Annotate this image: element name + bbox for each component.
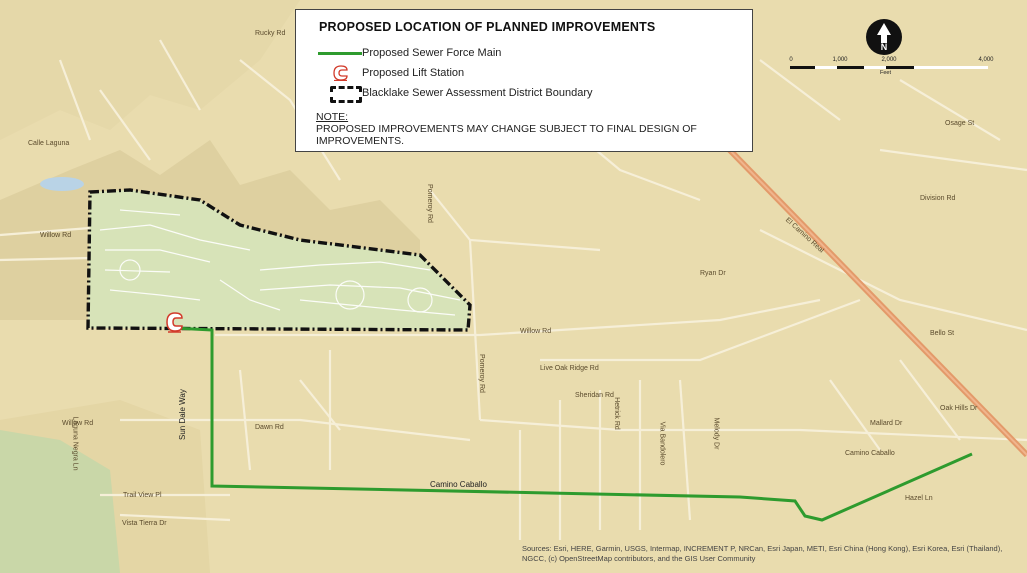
road-label: Osage St [945,120,975,127]
scale-tick: 2,000 [881,57,897,63]
road-label: Calle Laguna [28,140,70,147]
scale-unit: Feet [880,70,892,76]
road-label: Bello St [930,330,955,337]
road-label: Via Bandolero [658,421,666,466]
legend-item-label: Proposed Sewer Force Main [362,47,502,59]
dashed-boundary-icon [316,85,362,103]
legend-item-label: Blacklake Sewer Assessment District Boun… [362,87,593,99]
lift-station-icon [316,65,362,82]
road-label: Hetrick Rd [612,397,620,430]
road-label: Ryan Dr [700,270,726,277]
road-label: Pomeroy Rd [477,354,485,393]
scale-bar: 0 1,000 2,000 4,000 Feet [789,57,994,81]
north-letter: N [881,42,888,52]
legend-title: PROPOSED LOCATION OF PLANNED IMPROVEMENT… [319,20,656,34]
district-boundary [86,188,472,332]
road-label: Division Rd [920,195,956,202]
road-label: Dawn Rd [255,424,284,431]
road-label: Melody Dr [712,417,720,450]
legend-item-label: Proposed Lift Station [362,67,465,79]
road-label: Mallard Dr [870,420,903,427]
sewer-force-main [173,326,973,522]
legend-item-lift-station: Proposed Lift Station [316,63,740,83]
road-label: Laguna Negra Ln [71,416,79,471]
road-label: Trail View Pl [123,492,162,499]
green-line-icon [316,45,362,61]
road-label: Willow Rd [40,232,72,239]
scale-tick: 4,000 [978,57,994,63]
road-label: Willow Rd [62,420,94,427]
scale-tick: 0 [789,57,793,63]
legend-note: NOTE: PROPOSED IMPROVEMENTS MAY CHANGE S… [316,111,740,147]
sun-dale-way-label: Sun Dale Way [178,389,187,440]
road-label: Willow Rd [520,328,552,335]
road-label: Rucky Rd [255,30,286,37]
lift-station-icon [166,312,183,333]
legend: PROPOSED LOCATION OF PLANNED IMPROVEMENT… [295,9,753,152]
legend-item-boundary: Blacklake Sewer Assessment District Boun… [316,83,740,103]
road-label: Hazel Ln [905,495,933,502]
camino-caballo-label: Camino Caballo [430,480,487,489]
scale-tick: 1,000 [832,57,848,63]
north-arrow-icon: N [866,19,902,55]
note-label: NOTE: [316,111,349,123]
road-label: Pomeroy Rd [425,184,433,223]
legend-item-force-main: Proposed Sewer Force Main [316,43,740,63]
note-text: PROPOSED IMPROVEMENTS MAY CHANGE SUBJECT… [316,123,697,147]
road-label: Camino Caballo [845,450,895,457]
road-label: Oak Hills Dr [940,405,978,412]
road-label: Vista Tierra Dr [122,520,167,527]
road-label: Live Oak Ridge Rd [540,365,599,372]
road-label: Sheridan Rd [575,392,614,399]
map-credits: Sources: Esri, HERE, Garmin, USGS, Inter… [522,544,1003,563]
